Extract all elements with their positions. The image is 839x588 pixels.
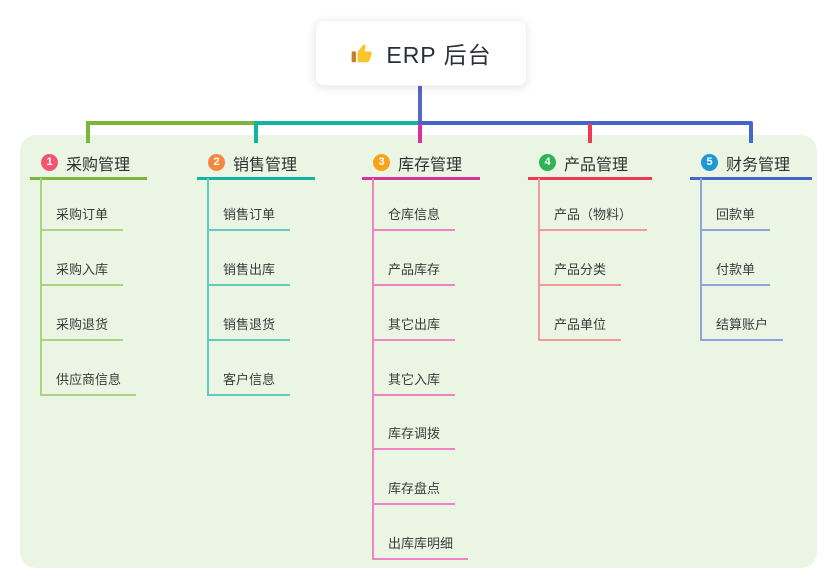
branch-title: 销售管理 — [233, 156, 298, 174]
branch-children-line — [700, 178, 702, 341]
branch1-connector-line — [86, 121, 256, 125]
branch-title: 库存管理 — [398, 156, 463, 174]
node-sales-return[interactable]: 销售退货 — [207, 316, 291, 341]
node-payment-order[interactable]: 付款单 — [700, 261, 771, 286]
node-sales-outbound[interactable]: 销售出库 — [207, 261, 291, 286]
branch2-drop-line — [254, 124, 258, 143]
thumbs-up-icon — [350, 40, 376, 66]
node-receipt-order[interactable]: 回款单 — [700, 206, 771, 231]
branch-number-badge: 4 — [539, 154, 556, 171]
root-title: ERP 后台 — [386, 42, 492, 68]
branch-children-line — [538, 178, 540, 341]
branch-title: 财务管理 — [726, 156, 791, 174]
branch-children-line — [40, 178, 42, 396]
mindmap-panel — [20, 135, 817, 568]
node-product-unit[interactable]: 产品单位 — [538, 316, 622, 341]
branch1-drop-line — [86, 124, 90, 143]
node-product-material[interactable]: 产品（物料） — [538, 206, 648, 231]
node-stock-check[interactable]: 库存盘点 — [372, 480, 456, 505]
node-warehouse-info[interactable]: 仓库信息 — [372, 206, 456, 231]
node-product-category[interactable]: 产品分类 — [538, 261, 622, 286]
branch-children-line — [372, 178, 374, 560]
branch-product-header[interactable]: 4 产品管理 — [528, 148, 652, 180]
branch-number-badge: 1 — [41, 154, 58, 171]
branch-number-badge: 3 — [373, 154, 390, 171]
node-settlement-account[interactable]: 结算账户 — [700, 316, 784, 341]
node-customer-info[interactable]: 客户信息 — [207, 371, 291, 396]
branch-inventory-header[interactable]: 3 库存管理 — [362, 148, 480, 180]
branch5-drop-line — [749, 124, 753, 143]
branch-finance-header[interactable]: 5 财务管理 — [690, 148, 812, 180]
branch-purchase-header[interactable]: 1 采购管理 — [30, 148, 147, 180]
root-connector-line — [418, 84, 422, 124]
branch-title: 产品管理 — [564, 156, 629, 174]
node-outbound-detail[interactable]: 出库库明细 — [372, 535, 469, 560]
root-node[interactable]: ERP 后台 — [315, 20, 527, 86]
node-other-inbound[interactable]: 其它入库 — [372, 371, 456, 396]
branch-children-line — [207, 178, 209, 396]
node-supplier-info[interactable]: 供应商信息 — [40, 371, 137, 396]
node-purchase-order[interactable]: 采购订单 — [40, 206, 124, 231]
branch3-drop-line — [418, 124, 422, 143]
branch2-connector-line — [254, 121, 420, 125]
node-stock-transfer[interactable]: 库存调拨 — [372, 425, 456, 450]
node-other-outbound[interactable]: 其它出库 — [372, 316, 456, 341]
branch-number-badge: 5 — [701, 154, 718, 171]
branch-number-badge: 2 — [208, 154, 225, 171]
branch-sales-header[interactable]: 2 销售管理 — [197, 148, 315, 180]
branch-title: 采购管理 — [66, 156, 131, 174]
branch5-connector-line — [418, 121, 753, 125]
node-product-stock[interactable]: 产品库存 — [372, 261, 456, 286]
node-sales-order[interactable]: 销售订单 — [207, 206, 291, 231]
node-purchase-inbound[interactable]: 采购入库 — [40, 261, 124, 286]
branch4-drop-line — [588, 124, 592, 143]
node-purchase-return[interactable]: 采购退货 — [40, 316, 124, 341]
